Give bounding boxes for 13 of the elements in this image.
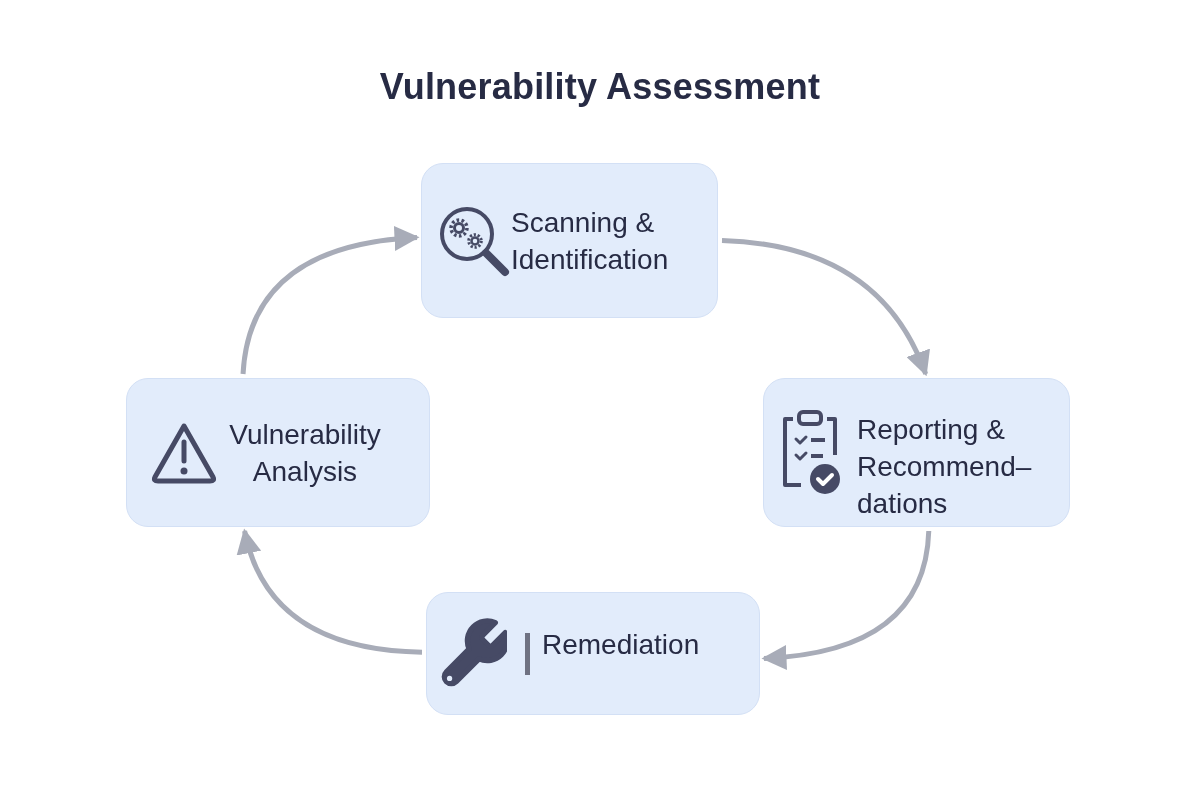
node-label: Vulnerability Analysis xyxy=(228,417,382,489)
diagram-title: Vulnerability Assessment xyxy=(379,65,821,109)
curved-arrow xyxy=(721,238,929,377)
curved-arrow xyxy=(237,528,423,655)
curved-arrow xyxy=(240,226,420,375)
curved-arrow xyxy=(761,530,932,670)
node-label: Remediation xyxy=(542,628,701,662)
process-box xyxy=(421,163,718,318)
process-box xyxy=(126,378,430,527)
node-label: Reporting & Recommend– dations xyxy=(857,413,1033,521)
process-box xyxy=(763,378,1070,527)
node-label: Scanning & Identification xyxy=(511,205,670,277)
process-box xyxy=(426,592,760,715)
